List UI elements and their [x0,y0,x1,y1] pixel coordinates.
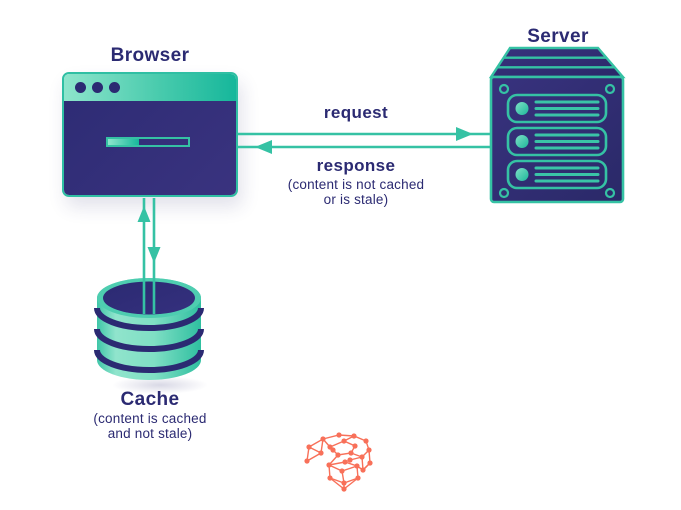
browser-window-icon [62,72,238,197]
cache-note-line1: (content is cached [93,411,207,426]
screw-icon [498,187,510,199]
cache-to-browser-arrow [137,198,151,314]
screw-icon [498,83,510,95]
network-cube-icon [304,432,373,492]
request-arrow [238,127,490,141]
server-stack-icon [488,46,626,204]
browser-to-cache-arrow [147,198,161,314]
server-bay [506,93,608,124]
browser-body [64,101,236,195]
screw-icon [604,83,616,95]
browser-label: Browser [110,45,190,66]
server-bay [506,159,608,190]
arrowhead-down-icon [147,247,161,263]
response-note-line1: (content is not cached [287,177,425,192]
window-control-dot [75,82,86,93]
request-label: request [323,103,389,122]
arrowhead-up-icon [137,206,151,222]
arrowhead-right-icon [456,127,473,141]
server-bay [506,126,608,157]
response-arrow [238,140,490,154]
cache-note-line2: and not stale) [107,426,193,441]
arrowhead-left-icon [255,140,272,154]
database-cylinder-icon [94,278,208,394]
loading-bar [106,137,190,147]
screw-icon [604,187,616,199]
window-control-dot [92,82,103,93]
response-note-line2: or is stale) [323,192,389,207]
server-label: Server [527,26,589,47]
response-label: response [316,156,396,175]
browser-titlebar [64,74,236,101]
window-control-dot [109,82,120,93]
loading-bar-fill [108,139,139,145]
cache-label: Cache [120,389,180,410]
